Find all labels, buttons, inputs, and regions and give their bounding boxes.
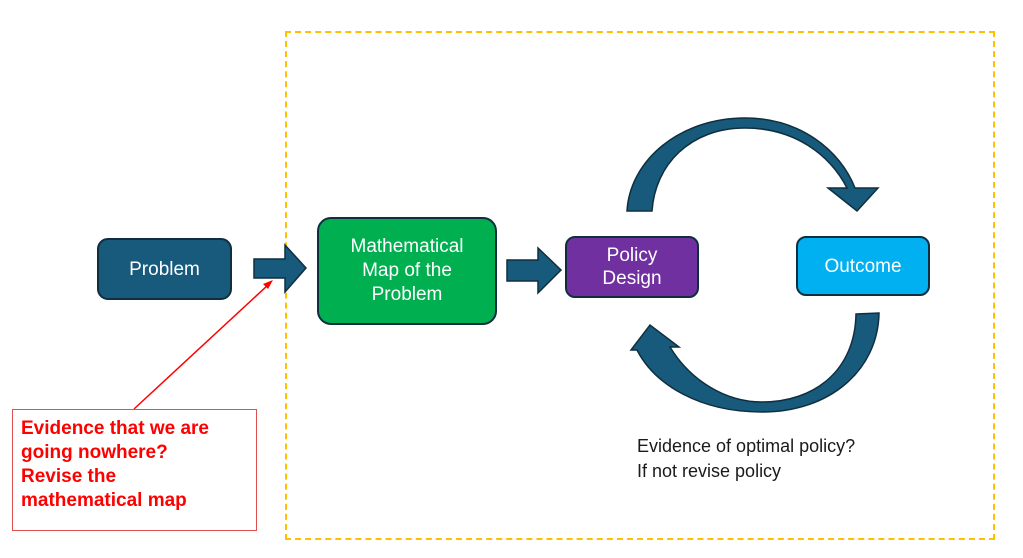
node-outcome: Outcome [796, 236, 930, 296]
callout-revise-map: Evidence that we are going nowhere? Revi… [12, 409, 257, 531]
arrow-problem-to-map [253, 243, 308, 294]
node-problem-label: Problem [129, 258, 200, 280]
node-policy-design: Policy Design [565, 236, 699, 298]
node-mathematical-map: Mathematical Map of the Problem [317, 217, 497, 325]
callout-line: Evidence that we are [21, 418, 209, 439]
node-policy-line: Design [602, 268, 662, 289]
callout-pointer-line [133, 284, 269, 410]
curved-arrow-policy-to-outcome [626, 117, 880, 213]
node-math-map-line: Map of the [362, 260, 452, 281]
node-policy-line: Policy [606, 245, 658, 266]
node-math-map-line: Problem [371, 284, 443, 305]
callout-line: Revise the [21, 466, 117, 487]
loop-note: Evidence of optimal policy? If not revis… [637, 434, 855, 484]
node-problem: Problem [97, 238, 232, 300]
curved-arrow-outcome-to-policy [629, 312, 880, 413]
node-math-map-line: Mathematical [350, 236, 464, 257]
node-outcome-label: Outcome [824, 255, 902, 277]
loop-note-line: Evidence of optimal policy? [637, 436, 856, 456]
callout-pointer-arrowhead [263, 280, 273, 289]
callout-line: mathematical map [21, 490, 187, 511]
callout-line: going nowhere? [21, 442, 168, 463]
loop-note-line: If not revise policy [637, 461, 782, 481]
arrow-map-to-policy [506, 246, 563, 295]
